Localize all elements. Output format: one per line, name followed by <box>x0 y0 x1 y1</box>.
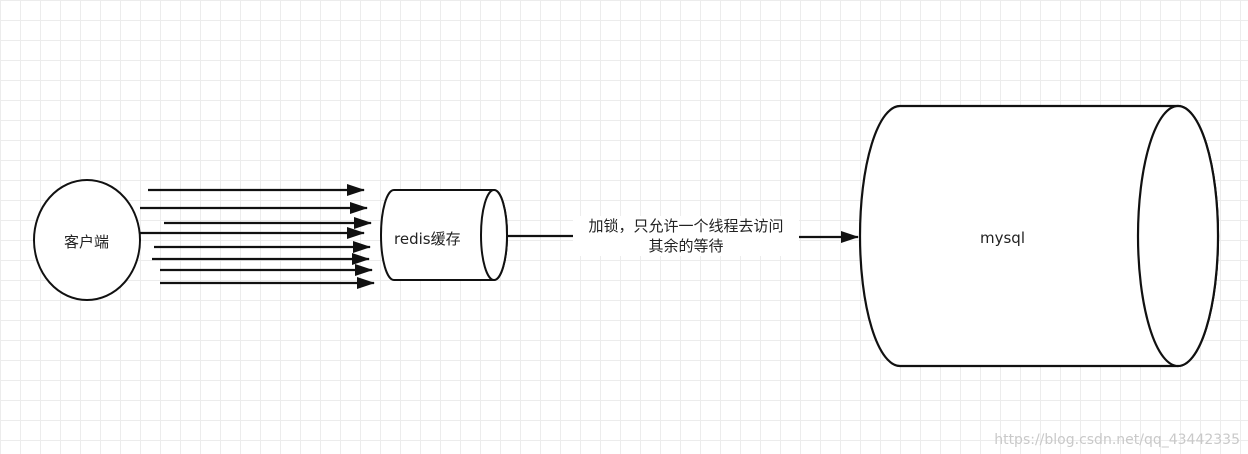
edge-label-line1: 加锁，只允许一个线程去访问 <box>588 217 784 235</box>
cache-to-db-edge <box>507 231 859 243</box>
cache-label: redis缓存 <box>394 230 461 248</box>
cache-node[interactable] <box>380 189 508 281</box>
client-node[interactable] <box>33 179 141 301</box>
request-arrows <box>140 184 375 289</box>
client-label: 客户端 <box>64 233 110 251</box>
watermark: https://blog.csdn.net/qq_43442335 <box>994 432 1240 448</box>
db-label: mysql <box>980 229 1025 247</box>
edge-label-line2: 其余的等待 <box>648 237 724 255</box>
db-node[interactable] <box>858 104 1220 368</box>
edge-label: 加锁，只允许一个线程去访问 其余的等待 <box>573 216 799 256</box>
